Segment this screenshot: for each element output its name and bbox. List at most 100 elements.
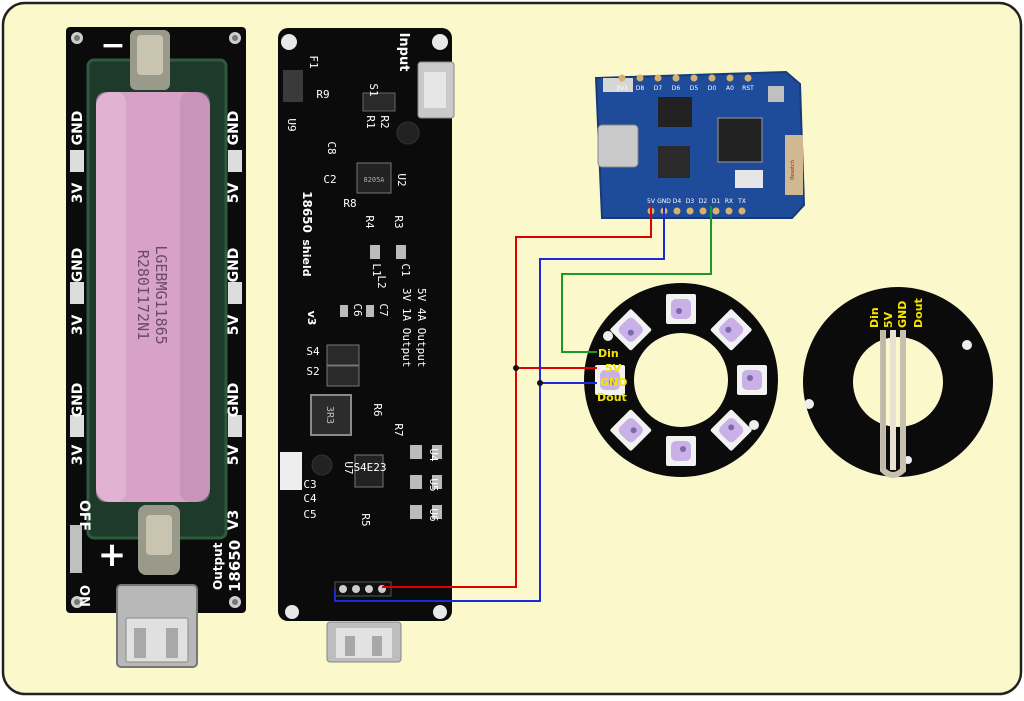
ring-back-label-5v: 5V — [882, 311, 895, 328]
battery-left-label-2: GND — [70, 248, 86, 283]
shield-component-c7: C7 — [377, 303, 390, 316]
wemos-esp-chip — [717, 117, 763, 163]
shield-component-l2: L2 — [375, 275, 388, 288]
shield-input-label: Input — [396, 33, 411, 72]
junction-gnd — [537, 380, 543, 386]
shield-component-c4: C4 — [303, 492, 317, 505]
shield-ic-u2 — [356, 162, 392, 194]
wire-gnd — [334, 206, 665, 602]
wemos-top-pin-3 — [672, 74, 680, 82]
ring-front-label-gnd: GND — [600, 376, 627, 389]
power-switch[interactable] — [70, 525, 82, 573]
wemos-bottom-pin-7 — [738, 207, 746, 215]
shield-ic-u2-label: 8205A — [363, 176, 385, 184]
ring-led-5 — [610, 409, 652, 451]
wemos-bottom-pin-4 — [699, 207, 707, 215]
shield-component-r1: R1 — [364, 115, 377, 128]
wemos-top-pin-label-7: RST — [742, 85, 754, 92]
wemos-top-pin-label-3: D6 — [672, 85, 681, 92]
wemos-bottom-pin-label-3: D3 — [686, 198, 695, 205]
ring-led-4 — [666, 436, 696, 466]
shield-output-line-1: 5V 4A Output — [415, 288, 428, 367]
ring-led-0 — [666, 294, 696, 324]
wemos-top-pin-6 — [726, 74, 734, 82]
shield-board: 8205A 3R3 — [278, 28, 455, 663]
battery-minus-label: − — [100, 28, 125, 63]
battery-holder-board: − LGEBMG11865 R280I172N1 + — [66, 27, 246, 668]
shield-component-r2: R2 — [378, 115, 391, 128]
shield-component-u4: U4 — [427, 448, 440, 462]
wemos-bottom-pin-label-0: 5V — [647, 198, 656, 205]
wemos-reset-button[interactable] — [768, 86, 784, 102]
wemos-bottom-pin-label-4: D2 — [699, 198, 708, 205]
wiring — [334, 206, 712, 602]
ring-led-6 — [595, 365, 625, 395]
battery-right-label-6: V3 — [226, 510, 242, 531]
shield-component-r6: R6 — [371, 403, 384, 416]
shield-component-s4: S4 — [306, 345, 320, 358]
shield-component-c1: C1 — [399, 263, 412, 276]
wemos-bottom-pin-5 — [712, 207, 720, 215]
shield-component-r4: R4 — [363, 215, 376, 229]
battery-right-label-4: GND — [226, 383, 242, 418]
wemos-bottom-pin-label-6: RX — [725, 198, 733, 205]
shield-component-u5: U5 — [427, 478, 440, 491]
shield-word-label: shield — [300, 239, 313, 276]
wemos-antenna-label: Ifesotch — [790, 160, 796, 180]
wemos-bottom-pin-2 — [673, 207, 681, 215]
shield-component-c5: C5 — [303, 508, 316, 521]
wemos-top-pin-5 — [708, 74, 716, 82]
ring-front-label-din: Din — [598, 347, 619, 360]
shield-component-r7: R7 — [392, 423, 405, 436]
shield-component-c6: C6 — [351, 303, 364, 316]
shield-component-f1: F1 — [307, 55, 320, 68]
battery-left-label-4: GND — [70, 383, 86, 418]
wemos-top-pin-label-4: D5 — [690, 85, 699, 92]
shield-inductor-label: 3R3 — [324, 406, 335, 424]
battery-left-label-0: GND — [70, 111, 86, 146]
shield-component-c2: C2 — [323, 173, 336, 186]
shield-component-u7: U7 — [342, 461, 355, 474]
wemos-top-pin-0 — [618, 74, 626, 82]
ring-led-3 — [710, 409, 752, 451]
battery-cell-text-2: R280I172N1 — [134, 250, 152, 340]
shield-component-c3: C3 — [303, 478, 316, 491]
ring-led-1 — [710, 309, 752, 351]
shield-inductor — [310, 394, 352, 436]
shield-output-line-2: 3V 1A Output — [400, 288, 413, 367]
battery-cell-text-1: LGEBMG11865 — [152, 245, 170, 344]
ring-back-label-dout: Dout — [912, 298, 925, 328]
ring-led-2 — [737, 365, 767, 395]
wemos-d1-mini-board — [594, 70, 806, 219]
shield-component-u2: U2 — [395, 173, 408, 186]
ring-back-label-din: Din — [868, 307, 881, 328]
shield-component-c8: C8 — [325, 141, 338, 154]
wemos-bottom-pin-6 — [725, 207, 733, 215]
wemos-top-pin-label-2: D7 — [654, 85, 663, 92]
wemos-top-pin-label-0: 3V3 — [616, 85, 628, 92]
battery-model-label: 18650 — [226, 540, 244, 592]
shield-component-r3: R3 — [392, 215, 405, 228]
switch-on-label: ON — [76, 585, 91, 607]
shield-ic-u7-label: S4E23 — [353, 461, 386, 474]
wemos-top-pin-1 — [636, 74, 644, 82]
wemos-top-pin-7 — [744, 74, 752, 82]
wemos-bottom-pin-label-5: D1 — [712, 198, 721, 205]
wemos-bottom-pin-label-2: D4 — [673, 198, 682, 205]
battery-output-label: Output — [211, 542, 225, 590]
shield-version-label: v3 — [305, 311, 318, 326]
battery-right-label-3: 5V — [226, 315, 242, 336]
ring-back-label-gnd: GND — [896, 301, 909, 328]
wire-data — [561, 206, 712, 353]
wemos-bottom-pin-label-1: GND — [657, 198, 671, 205]
led-ring-back — [803, 287, 993, 478]
shield-component-r5: R5 — [359, 513, 372, 526]
battery-right-label-5: 5V — [226, 445, 242, 466]
wemos-top-pin-label-1: D8 — [636, 85, 645, 92]
junction-5v — [513, 365, 519, 371]
ring-front-label-dout: Dout — [597, 391, 627, 404]
shield-component-s1: S1 — [367, 83, 380, 96]
battery-left-label-3: 3V — [70, 315, 86, 336]
battery-left-label-1: 3V — [70, 183, 86, 204]
